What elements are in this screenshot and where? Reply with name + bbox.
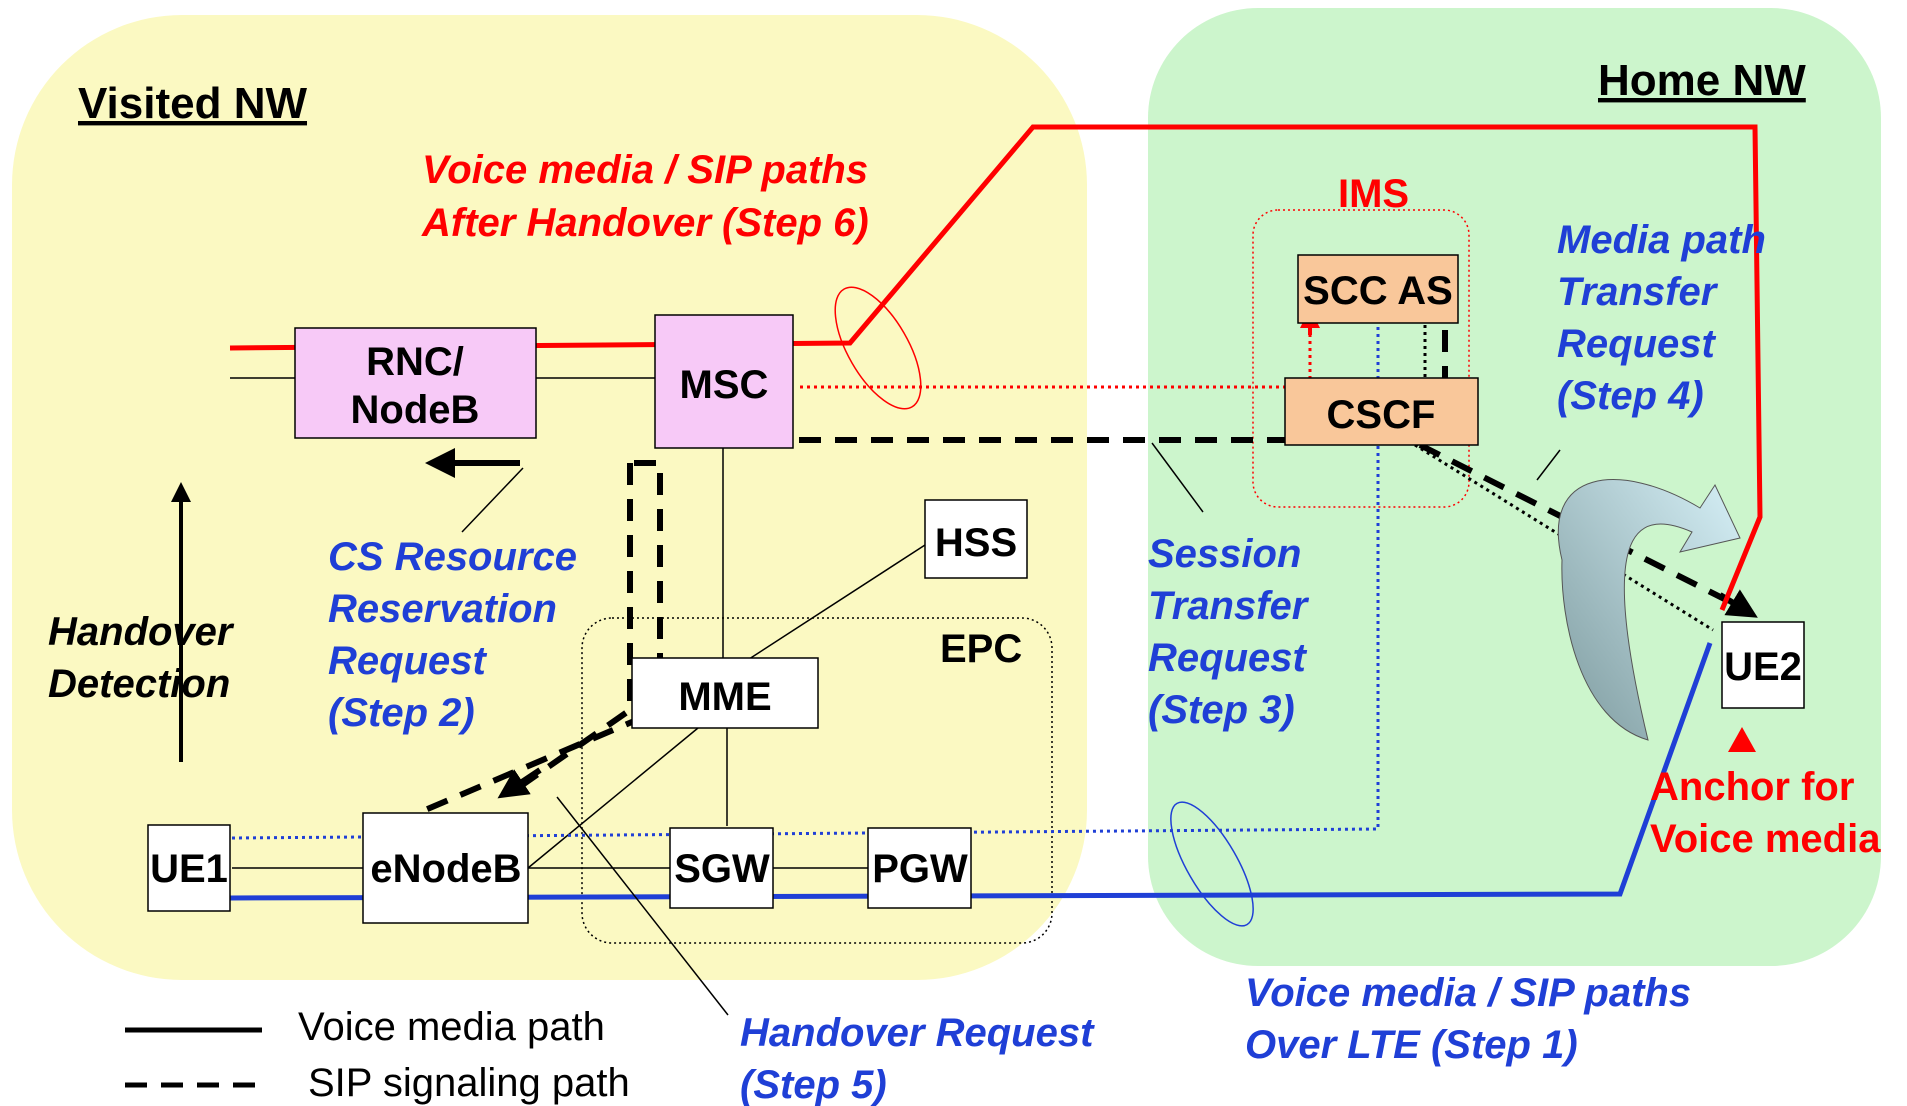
home-network-region [1148,8,1881,966]
red-path-bundle-marker [834,286,922,410]
handover-request-line1: Handover Request [740,1011,1095,1055]
handover-request-arrowhead [497,767,542,799]
rnc-nodeb-box [294,327,537,439]
handover-request-line2: (Step 5) [740,1063,887,1106]
red-dotted-path [800,322,1312,389]
home-network-title: Home NW [1598,56,1806,105]
media-path-line3: Request [1557,322,1716,366]
after-handover-line1: Voice media / SIP paths [422,148,868,192]
cs-resource-line1: CS Resource [328,535,577,579]
session-transfer-line1: Session [1148,532,1301,576]
sgw-label: SGW [674,847,770,891]
cscf-box [1284,377,1479,446]
pgw-box [867,827,972,909]
over-lte-line2: Over LTE (Step 1) [1245,1023,1578,1067]
cs-resource-line2: Reservation [328,587,557,631]
ue1-label: UE1 [150,847,228,891]
epc-boundary [581,617,1053,944]
ue1-box [147,824,231,912]
ue2-label: UE2 [1724,645,1802,689]
annotation-leaders [461,442,1561,1016]
enodeb-label: eNodeB [370,847,521,891]
sgw-box [669,827,774,909]
scc-as-label: SCC AS [1303,269,1453,313]
media-path-line4: (Step 4) [1557,374,1704,418]
cscf-label: CSCF [1327,393,1436,437]
epc-label: EPC [940,627,1022,671]
visited-network-title: Visited NW [78,79,307,128]
mme-box [631,657,819,729]
ims-label: IMS [1338,172,1409,216]
media-path-line1: Media path [1557,218,1766,262]
media-path-arrowhead [1718,589,1758,618]
anchor-line2: Voice media [1650,817,1881,861]
blue-dotted-path [231,318,1380,840]
scc-as-box [1297,254,1459,324]
cs-resource-line4: (Step 2) [328,691,475,735]
rnc-nodeb-label-line2: NodeB [351,388,480,432]
mme-label: MME [678,675,771,719]
hss-box [924,499,1028,579]
after-handover-line2: After Handover (Step 6) [421,201,869,245]
handover-detection-line2: Detection [48,662,230,706]
anchor-marker-icon [1728,727,1756,752]
over-lte-line1: Voice media / SIP paths [1245,971,1691,1015]
ue2-box [1721,621,1805,709]
anchor-line1: Anchor for [1650,765,1854,809]
media-path-transfer-arrow [1557,479,1741,741]
cs-resource-line3: Request [328,639,487,683]
rnc-nodeb-label-line1: RNC/ [366,340,464,384]
legend-dashed-label: SIP signaling path [308,1061,630,1105]
visited-network-region [12,15,1087,980]
legend-solid-label: Voice media path [298,1005,605,1049]
msc-box [654,314,794,449]
session-transfer-line2: Transfer [1148,584,1310,628]
msc-label: MSC [680,363,769,407]
session-transfer-line4: (Step 3) [1148,688,1295,732]
pgw-label: PGW [872,847,968,891]
handover-detection-line1: Handover [48,610,235,654]
media-path-line2: Transfer [1557,270,1719,314]
enodeb-box [362,812,529,924]
blue-path-bundle-marker [1170,801,1254,927]
session-transfer-line3: Request [1148,636,1307,680]
hss-label: HSS [935,521,1017,565]
